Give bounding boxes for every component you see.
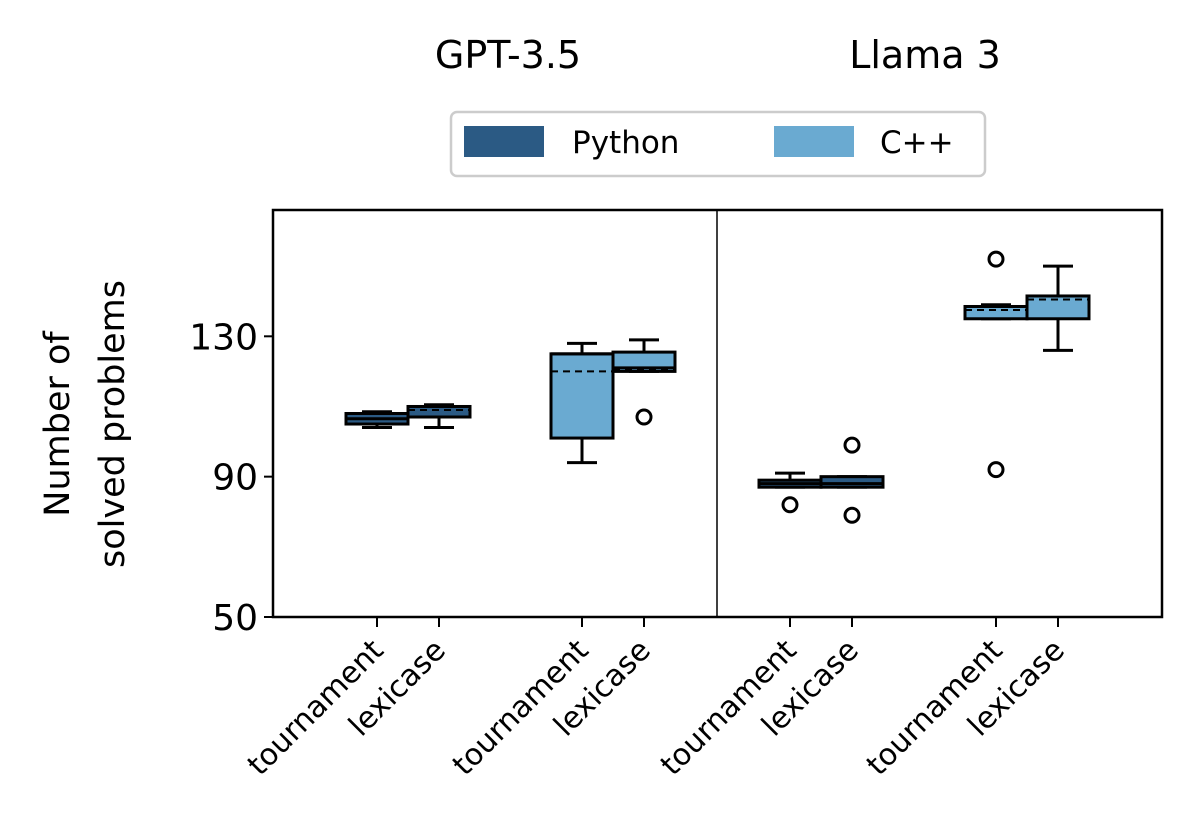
box-GPT-3.5-Python-tournament <box>344 410 410 430</box>
legend-swatch-python <box>464 126 544 157</box>
legend: Python C++ <box>449 110 987 178</box>
y-axis-label-line-2: solved problems <box>93 280 133 568</box>
box-Llama 3-Python-tournament <box>757 471 823 514</box>
box-plots <box>344 250 1091 524</box>
box-GPT-3.5-C++-tournament <box>549 341 615 465</box>
box-Llama 3-C++-lexicase <box>1025 264 1091 352</box>
box-Llama 3-C++-tournament <box>963 250 1029 479</box>
y-tick-label: 50 <box>212 598 258 639</box>
outlier-point <box>987 461 1005 479</box>
box-GPT-3.5-C++-lexicase <box>611 338 677 426</box>
iqr-box <box>819 475 885 489</box>
box-Llama 3-Python-lexicase <box>819 436 885 524</box>
outlier-point <box>635 408 653 426</box>
legend-swatch-cpp <box>774 126 854 157</box>
plot-frame <box>271 208 1164 619</box>
outlier-point <box>987 250 1005 268</box>
legend-label-python: Python <box>572 125 679 161</box>
panel-title-gpt35: GPT-3.5 <box>435 33 581 77</box>
outlier-point <box>781 496 799 514</box>
y-axis-label-line-1: Number of <box>38 331 78 517</box>
y-tick-label: 90 <box>212 458 258 499</box>
panel-title-llama3: Llama 3 <box>849 33 1001 77</box>
outlier-point <box>843 436 861 454</box>
x-axis-ticks: tournamentlexicasetournamentlexicasetour… <box>241 617 1072 783</box>
y-axis-ticks: 50 90 130 <box>189 317 273 639</box>
y-tick-label: 130 <box>189 317 258 358</box>
iqr-box <box>549 352 615 440</box>
box-GPT-3.5-Python-lexicase <box>406 403 472 430</box>
iqr-box <box>406 404 472 419</box>
iqr-box <box>963 304 1029 321</box>
legend-label-cpp: C++ <box>880 125 954 161</box>
outlier-point <box>843 506 861 524</box>
